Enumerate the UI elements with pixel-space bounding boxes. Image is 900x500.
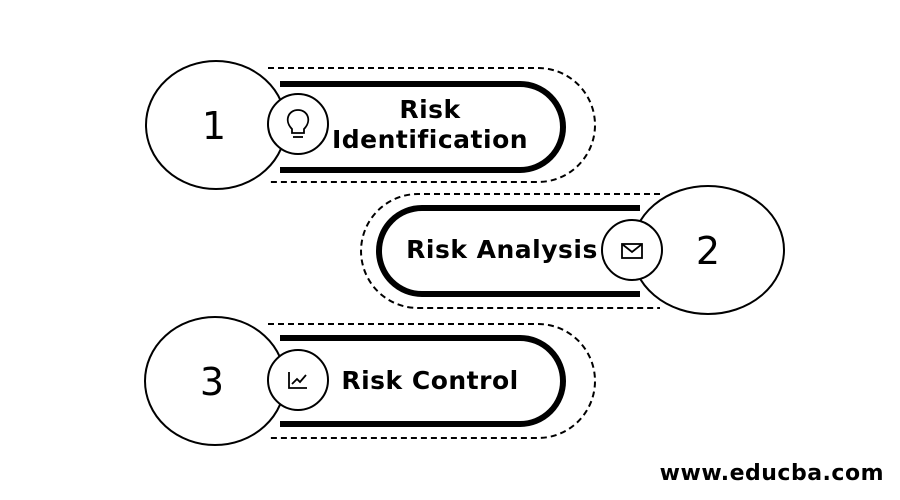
step-3-dashed-outline bbox=[268, 323, 596, 439]
step-2-icon-badge bbox=[601, 219, 663, 281]
step-1-label-line-2: Identification bbox=[332, 125, 528, 154]
step-3-number: 3 bbox=[200, 360, 224, 404]
step-2-band bbox=[376, 205, 640, 297]
step-3-band bbox=[280, 335, 566, 427]
watermark: www.educba.com bbox=[659, 461, 884, 486]
step-1-number: 1 bbox=[202, 104, 226, 148]
step-1: 1 Risk Identification bbox=[145, 60, 596, 190]
step-1-dashed-outline bbox=[268, 67, 596, 183]
step-3-label: Risk Control bbox=[341, 366, 518, 395]
step-1-band bbox=[280, 81, 566, 173]
chart-icon bbox=[288, 372, 307, 389]
step-2-number: 2 bbox=[696, 229, 720, 273]
step-3: 3 Risk Control bbox=[144, 316, 596, 446]
lightbulb-icon bbox=[286, 109, 310, 138]
step-1-label-line-1: Risk bbox=[399, 95, 461, 124]
envelope-icon bbox=[621, 243, 643, 259]
step-1-icon-badge bbox=[267, 93, 329, 155]
step-2: 2 Risk Analysis bbox=[360, 185, 785, 315]
step-2-label: Risk Analysis bbox=[406, 235, 598, 264]
step-2-dashed-outline bbox=[360, 193, 660, 309]
